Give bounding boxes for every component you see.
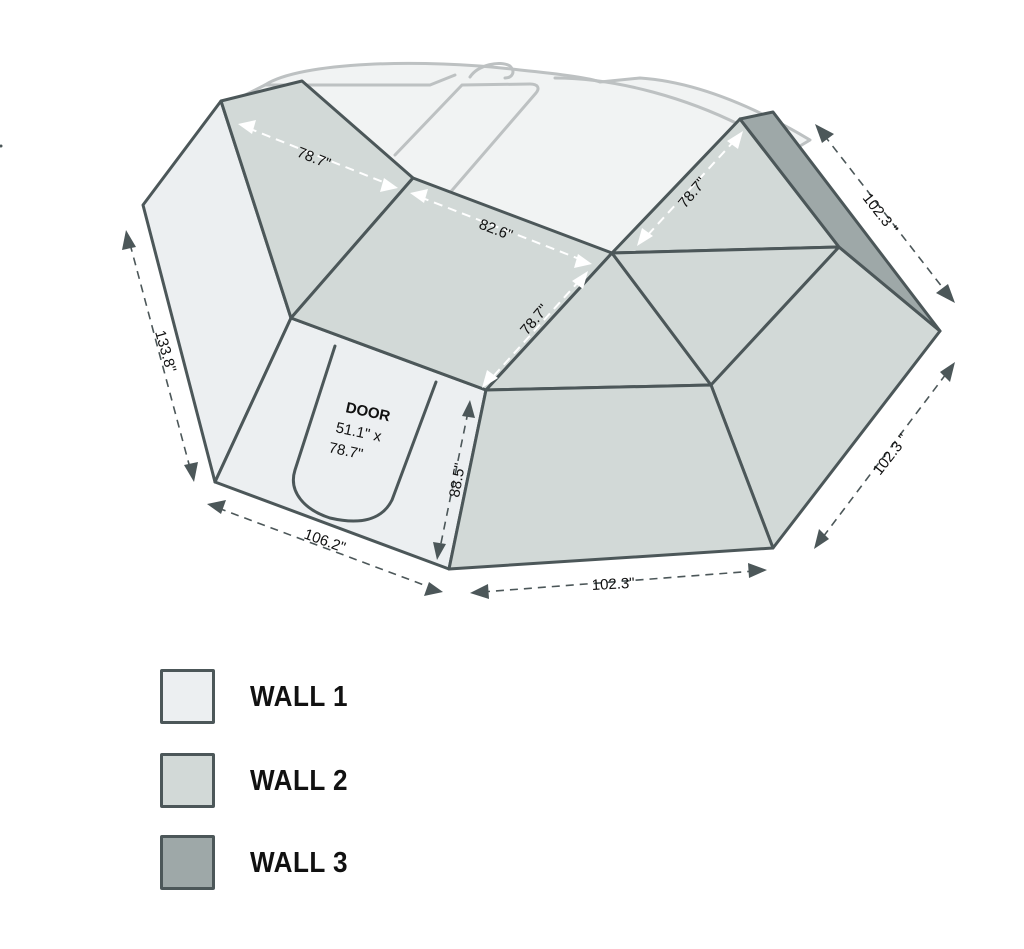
dim-label-bottom-front: 102.3"	[591, 575, 635, 594]
dim-label-left-side: 133.8"	[151, 328, 179, 374]
legend-label-wall-2: WALL 2	[250, 765, 348, 797]
legend-label-wall-3: WALL 3	[250, 847, 348, 879]
edge-mark	[0, 144, 3, 148]
wall-2-swatch	[160, 753, 215, 808]
legend-item-wall-1: WALL 1	[160, 669, 460, 729]
dim-label-bottom-left: 106.2"	[302, 526, 348, 557]
wall-1-swatch	[160, 669, 215, 724]
legend-label-wall-1: WALL 1	[250, 681, 348, 713]
dim-label-wall-height: 88.5"	[446, 462, 469, 499]
wall-3-right-strip	[738, 110, 942, 333]
wall-2-front-panel	[447, 383, 775, 571]
door-outline	[292, 344, 438, 523]
dim-label-right-upper: 102.3 "	[859, 190, 901, 238]
dimension-bottom-front: 102.3"	[470, 563, 767, 599]
door-size-line-2: 78.7"	[327, 439, 364, 463]
legend-item-wall-3: WALL 3	[160, 835, 460, 895]
dimension-wall-height: 88.5"	[433, 400, 475, 560]
wall-3-swatch	[160, 835, 215, 890]
dim-label-right-lower: 102.3 "	[870, 431, 912, 479]
legend-item-wall-2: WALL 2	[160, 753, 460, 813]
